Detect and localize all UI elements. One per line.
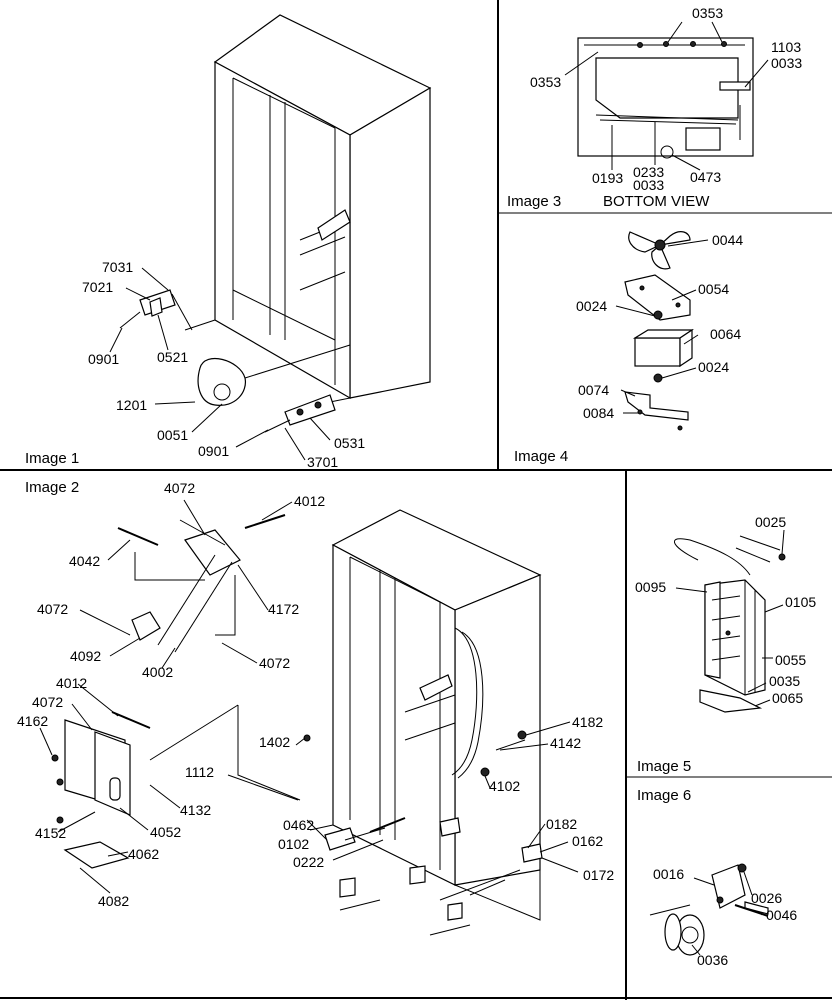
callout-4062: 4062 bbox=[128, 846, 159, 862]
callout-4012: 4012 bbox=[294, 493, 325, 509]
callout-0084: 0084 bbox=[583, 405, 614, 421]
callout-0033: 0033 bbox=[633, 177, 664, 193]
callout-4052: 4052 bbox=[150, 824, 181, 840]
callout-0055: 0055 bbox=[775, 652, 806, 668]
callout-0026: 0026 bbox=[751, 890, 782, 906]
image2-panel: 4072 4012 4042 4072 4172 4092 4002 4072 … bbox=[17, 479, 614, 936]
image5-evaporator bbox=[673, 535, 786, 713]
callout-0095: 0095 bbox=[635, 579, 666, 595]
image3-leaders bbox=[564, 21, 769, 171]
image2-callouts: 4072 4012 4042 4072 4172 4092 4002 4072 … bbox=[17, 480, 614, 909]
callout-1112: 1112 bbox=[185, 764, 214, 780]
panel-title-image1: Image 1 bbox=[25, 450, 79, 467]
image3-bottom-view bbox=[577, 37, 754, 159]
image6-panel: 0016 0026 0046 0036 Image 6 bbox=[637, 787, 797, 968]
callout-0462: 0462 bbox=[283, 817, 314, 833]
callout-4012: 4012 bbox=[56, 675, 87, 691]
image1-cabinet bbox=[184, 14, 432, 403]
panel-title-image4: Image 4 bbox=[514, 448, 568, 465]
callout-3701: 3701 bbox=[307, 454, 338, 470]
image2-cabinet bbox=[309, 509, 542, 886]
callout-0074: 0074 bbox=[578, 382, 609, 398]
callout-0044: 0044 bbox=[712, 232, 743, 248]
image2-upper-assembly bbox=[117, 514, 286, 653]
image1-panel: 7031 7021 0901 0521 1201 0051 0901 0531 … bbox=[25, 14, 432, 470]
image5-callouts: 0025 0095 0105 0055 0035 0065 bbox=[635, 514, 816, 706]
callout-0473: 0473 bbox=[690, 169, 721, 185]
callout-0036: 0036 bbox=[697, 952, 728, 968]
callout-0035: 0035 bbox=[769, 673, 800, 689]
callout-0024: 0024 bbox=[698, 359, 729, 375]
image6-leaders bbox=[691, 871, 763, 956]
callout-0105: 0105 bbox=[785, 594, 816, 610]
callout-0065: 0065 bbox=[772, 690, 803, 706]
callout-0353: 0353 bbox=[530, 74, 561, 90]
panel-subtitle-image3: BOTTOM VIEW bbox=[603, 193, 710, 210]
callout-4072: 4072 bbox=[37, 601, 68, 617]
image4-fan-motor bbox=[624, 231, 694, 431]
callout-0531: 0531 bbox=[334, 435, 365, 451]
callout-0193: 0193 bbox=[592, 170, 623, 186]
image6-callouts: 0016 0026 0046 0036 bbox=[653, 866, 797, 968]
panel-title-image2: Image 2 bbox=[25, 479, 79, 496]
image2-lower-assembly bbox=[51, 704, 301, 869]
callout-4072: 4072 bbox=[259, 655, 290, 671]
callout-4042: 4042 bbox=[69, 553, 100, 569]
image1-drain-pan bbox=[197, 344, 351, 406]
image1-bracket-left bbox=[119, 289, 193, 331]
panel-title-image3: Image 3 bbox=[507, 193, 561, 210]
callout-4082: 4082 bbox=[98, 893, 129, 909]
callout-0051: 0051 bbox=[157, 427, 188, 443]
callout-0025: 0025 bbox=[755, 514, 786, 530]
callout-0064: 0064 bbox=[710, 326, 741, 342]
callout-4142: 4142 bbox=[550, 735, 581, 751]
callout-7031: 7031 bbox=[102, 259, 133, 275]
image3-panel: 0353 0353 1103 0033 0193 0233 0033 0473 … bbox=[507, 5, 802, 210]
image4-callouts: 0044 0054 0024 0064 0024 0074 0084 bbox=[576, 232, 743, 421]
image3-callouts: 0353 0353 1103 0033 0193 0233 0033 0473 bbox=[530, 5, 802, 193]
image4-panel: 0044 0054 0024 0064 0024 0074 0084 Image… bbox=[514, 231, 743, 465]
callout-0033: 0033 bbox=[771, 55, 802, 71]
image6-motor-bracket bbox=[649, 863, 769, 956]
panel-title-image6: Image 6 bbox=[637, 787, 691, 804]
callout-0901: 0901 bbox=[88, 351, 119, 367]
callout-4102: 4102 bbox=[489, 778, 520, 794]
callout-4152: 4152 bbox=[35, 825, 66, 841]
callout-4072: 4072 bbox=[164, 480, 195, 496]
callout-1201: 1201 bbox=[116, 397, 147, 413]
callout-0172: 0172 bbox=[583, 867, 614, 883]
callout-0901: 0901 bbox=[198, 443, 229, 459]
callout-0521: 0521 bbox=[157, 349, 188, 365]
callout-4072: 4072 bbox=[32, 694, 63, 710]
image5-panel: 0025 0095 0105 0055 0035 0065 Image 5 bbox=[635, 514, 816, 775]
callout-1103: 1103 bbox=[771, 39, 801, 55]
image1-callouts: 7031 7021 0901 0521 1201 0051 0901 0531 … bbox=[82, 259, 365, 470]
callout-4002: 4002 bbox=[142, 664, 173, 680]
callout-0102: 0102 bbox=[278, 836, 309, 852]
panel-title-image5: Image 5 bbox=[637, 758, 691, 775]
callout-4162: 4162 bbox=[17, 713, 48, 729]
callout-4172: 4172 bbox=[268, 601, 299, 617]
image4-leaders bbox=[615, 239, 709, 414]
callout-0016: 0016 bbox=[653, 866, 684, 882]
callout-4092: 4092 bbox=[70, 648, 101, 664]
callout-0353: 0353 bbox=[692, 5, 723, 21]
callout-0054: 0054 bbox=[698, 281, 729, 297]
callout-1402: 1402 bbox=[259, 734, 290, 750]
image1-bracket-right bbox=[264, 394, 336, 433]
callout-0233: 0233 bbox=[633, 164, 664, 180]
callout-0182: 0182 bbox=[546, 816, 577, 832]
callout-0222: 0222 bbox=[293, 854, 324, 870]
callout-4132: 4132 bbox=[180, 802, 211, 818]
image1-leaders bbox=[109, 267, 331, 461]
callout-0162: 0162 bbox=[572, 833, 603, 849]
callout-0046: 0046 bbox=[766, 907, 797, 923]
callout-7021: 7021 bbox=[82, 279, 113, 295]
image5-leaders bbox=[675, 529, 785, 707]
callout-0024: 0024 bbox=[576, 298, 607, 314]
callout-4182: 4182 bbox=[572, 714, 603, 730]
image2-leaders bbox=[39, 499, 579, 894]
